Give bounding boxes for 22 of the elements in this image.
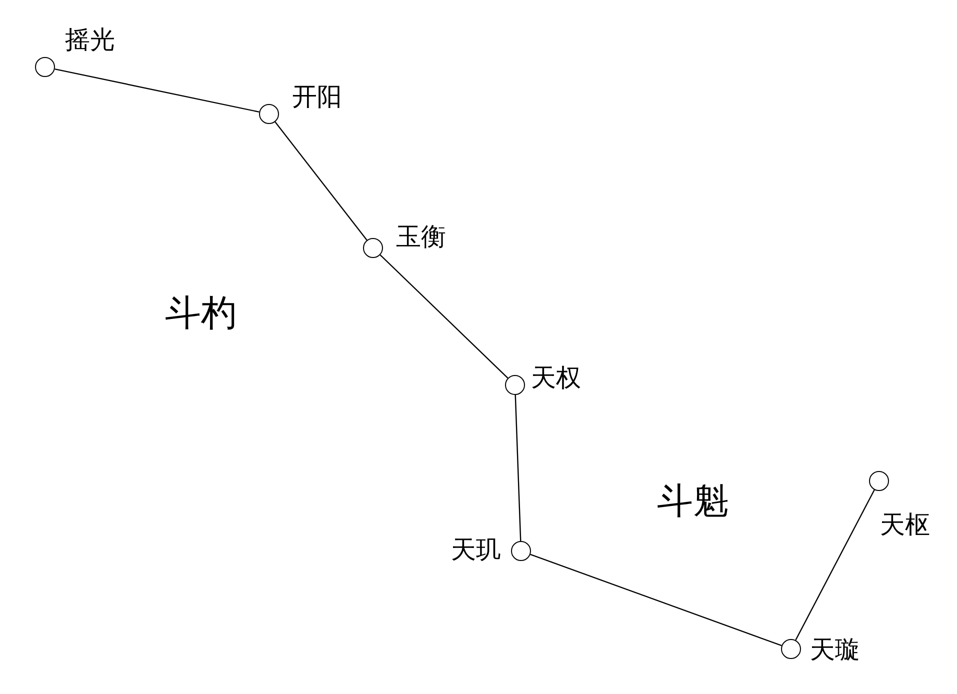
connecting-line — [530, 554, 782, 646]
star-name: 天璇 — [810, 638, 860, 663]
star-circle — [363, 238, 383, 258]
star-name: 开阳 — [292, 85, 342, 110]
star-circle — [781, 639, 801, 659]
star-name: 玉衡 — [396, 225, 446, 250]
connecting-line — [514, 394, 522, 542]
star-circle — [505, 375, 525, 395]
star-name: 天玑 — [451, 538, 501, 563]
connecting-line — [274, 122, 368, 240]
connecting-line — [380, 254, 508, 378]
group-label: 斗魁 — [657, 483, 729, 519]
star-circle — [35, 57, 55, 77]
star-circle — [259, 104, 279, 124]
star-name: 天枢 — [880, 513, 930, 538]
connecting-line — [795, 490, 875, 640]
connecting-line — [54, 68, 260, 113]
group-label: 斗杓 — [165, 295, 237, 331]
star-circle — [511, 541, 531, 561]
star-name: 天权 — [531, 366, 581, 391]
star-circle — [869, 471, 889, 491]
star-name: 摇光 — [65, 28, 115, 53]
